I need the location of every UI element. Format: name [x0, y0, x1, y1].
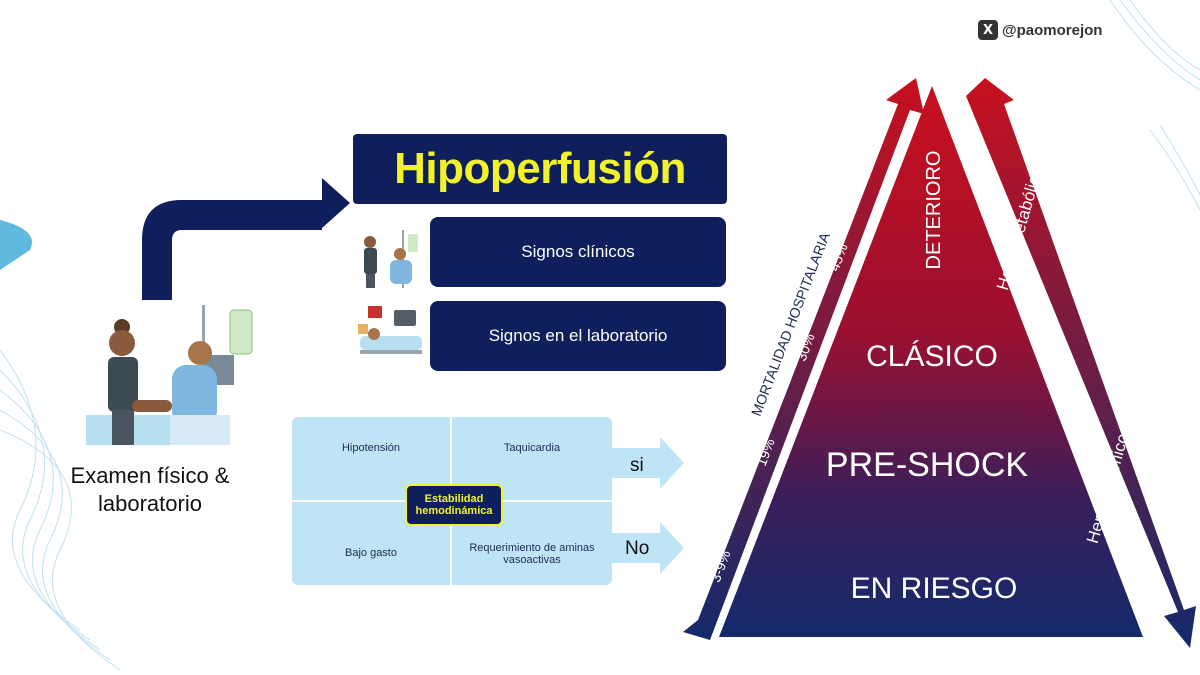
author-handle: @paomorejon: [1002, 21, 1103, 39]
grid-cell-bajo-gasto: Bajo gasto: [345, 547, 397, 559]
bent-arrow: [142, 178, 350, 300]
x-logo-icon: X: [978, 20, 998, 40]
signos-clinicos-label: Signos clínicos: [521, 242, 635, 261]
exam-label-line1: Examen físico &: [70, 463, 230, 488]
level-deterioro: DETERIORO: [923, 151, 945, 270]
hipoperfusion-title-box: Hipoperfusión: [353, 134, 727, 204]
decorative-wave-top-right: [1109, 0, 1200, 211]
answer-no: No: [625, 538, 650, 559]
decorative-wave-left: [0, 220, 121, 671]
level-clasico: CLÁSICO: [866, 340, 998, 373]
nurse-patient-icon: [364, 230, 418, 288]
author-credit: X @paomorejon: [978, 20, 1102, 40]
nurse-with-patient-icon: [86, 305, 253, 445]
exam-label-line2: laboratorio: [98, 491, 202, 516]
estabilidad-hemodinamica-badge: Estabilidad hemodinámica: [405, 484, 503, 526]
grid-cell-aminas: Requerimiento de aminas vasoactivas: [469, 542, 595, 566]
answer-si: si: [630, 455, 644, 476]
signos-laboratorio-box: Signos en el laboratorio: [430, 301, 726, 371]
grid-cell-taquicardia: Taquicardia: [503, 442, 561, 454]
mortality-tick-65: 65%: [869, 114, 894, 146]
badge-line2: hemodinámica: [415, 505, 493, 517]
hipoperfusion-title: Hipoperfusión: [394, 144, 686, 193]
level-en-riesgo: EN RIESGO: [851, 572, 1018, 605]
mortality-axis-label: MORTALIDAD HOSPITALARIA: [748, 230, 833, 419]
arrow-si: [612, 437, 684, 489]
mortality-tick-45: 45%: [826, 241, 851, 273]
mortality-arrow: [683, 78, 924, 640]
signos-clinicos-box: Signos clínicos: [430, 217, 726, 287]
badge-line1: Estabilidad: [424, 493, 484, 505]
hemodynamic-arrow: [966, 78, 1196, 648]
mortality-tick-3-9: 3-9%: [707, 548, 734, 584]
arrow-no: [612, 522, 684, 574]
mortality-tick-19: 19%: [753, 436, 778, 468]
mortality-tick-30: 30%: [793, 331, 818, 363]
exam-label: Examen físico & laboratorio: [60, 462, 240, 518]
pyramid-triangle: [719, 86, 1143, 637]
hemometabolico-label: Hemometabólico: [993, 165, 1046, 293]
hemodinamico-label: Hemodinámico: [1083, 431, 1133, 545]
signos-laboratorio-label: Signos en el laboratorio: [488, 326, 668, 345]
level-pre-shock: PRE-SHOCK: [826, 446, 1028, 484]
lab-bed-icon: [358, 306, 422, 354]
grid-cell-hipotension: Hipotensión: [341, 442, 401, 454]
